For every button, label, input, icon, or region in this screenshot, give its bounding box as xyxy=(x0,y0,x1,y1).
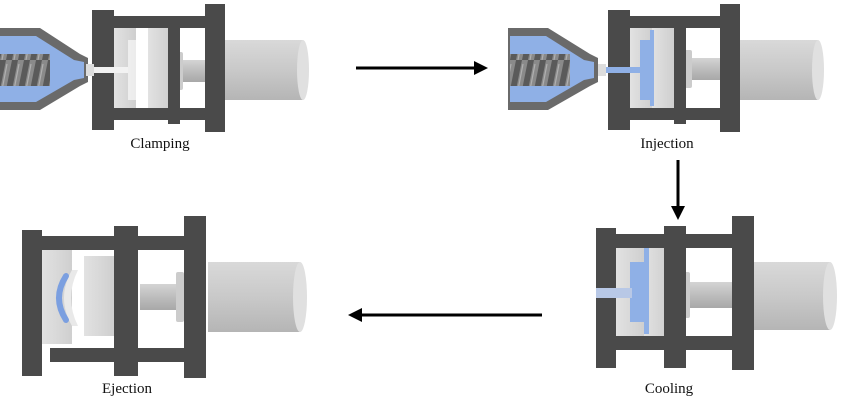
frame-left-post xyxy=(22,230,42,376)
label-injection: Injection xyxy=(640,136,694,152)
stage-injection xyxy=(508,4,824,132)
label-clamping: Clamping xyxy=(130,136,190,152)
label-cooling: Cooling xyxy=(644,381,694,397)
stage-ejection xyxy=(22,216,307,378)
frame-right-post xyxy=(205,4,225,132)
frame-right-post xyxy=(184,216,206,378)
hydraulic-cylinder xyxy=(740,40,818,100)
flow-arrows xyxy=(348,61,685,322)
screw-icon xyxy=(0,54,50,86)
frame-bottom-bar xyxy=(608,108,740,120)
frame-bottom-bar xyxy=(92,108,225,120)
clamp-rod xyxy=(140,284,182,310)
stage-clamping xyxy=(0,4,309,132)
frame-middle-post xyxy=(664,226,686,368)
arrow-cooling-to-ejection xyxy=(348,308,542,322)
hydraulic-cylinder xyxy=(740,262,830,330)
moving-platen xyxy=(176,272,184,322)
mold-moving-half xyxy=(84,256,114,336)
parting-line-fill xyxy=(650,30,654,106)
hydraulic-cylinder xyxy=(225,40,303,100)
part-cavity-filled xyxy=(640,40,652,100)
frame-middle-post xyxy=(168,16,180,124)
hydraulic-cylinder xyxy=(208,262,300,332)
frame-right-post xyxy=(732,216,754,370)
frame-middle-post xyxy=(674,16,686,124)
part-cooled xyxy=(630,262,646,322)
mold-gap xyxy=(64,270,78,326)
label-ejection: Ejection xyxy=(102,381,152,397)
ejected-part xyxy=(56,273,69,323)
screw-icon xyxy=(510,54,570,86)
frame-top-bar xyxy=(92,16,225,28)
cylinder-cap xyxy=(297,40,309,100)
frame-right-post xyxy=(720,4,740,132)
cylinder-cap xyxy=(293,262,307,332)
frame-top-bar xyxy=(22,236,206,250)
parting-line-fill xyxy=(644,248,649,334)
cylinder-cap xyxy=(812,40,824,100)
clamp-rod xyxy=(690,282,740,308)
frame-top-bar xyxy=(596,234,754,248)
sprue xyxy=(94,67,128,73)
frame-top-bar xyxy=(608,16,740,28)
frame-bottom-bar xyxy=(596,336,754,350)
mold-moving-half xyxy=(148,28,170,108)
frame-bottom-bar xyxy=(50,348,206,362)
arrow-clamping-to-injection xyxy=(356,61,488,75)
stage-cooling xyxy=(596,216,837,370)
cylinder-cap xyxy=(823,262,837,330)
sprue-filled xyxy=(606,67,640,73)
nozzle xyxy=(598,64,606,76)
sprue-solid xyxy=(596,288,632,298)
nozzle xyxy=(86,64,94,76)
mold-moving-half xyxy=(652,28,674,108)
arrow-injection-to-cooling xyxy=(671,160,685,220)
